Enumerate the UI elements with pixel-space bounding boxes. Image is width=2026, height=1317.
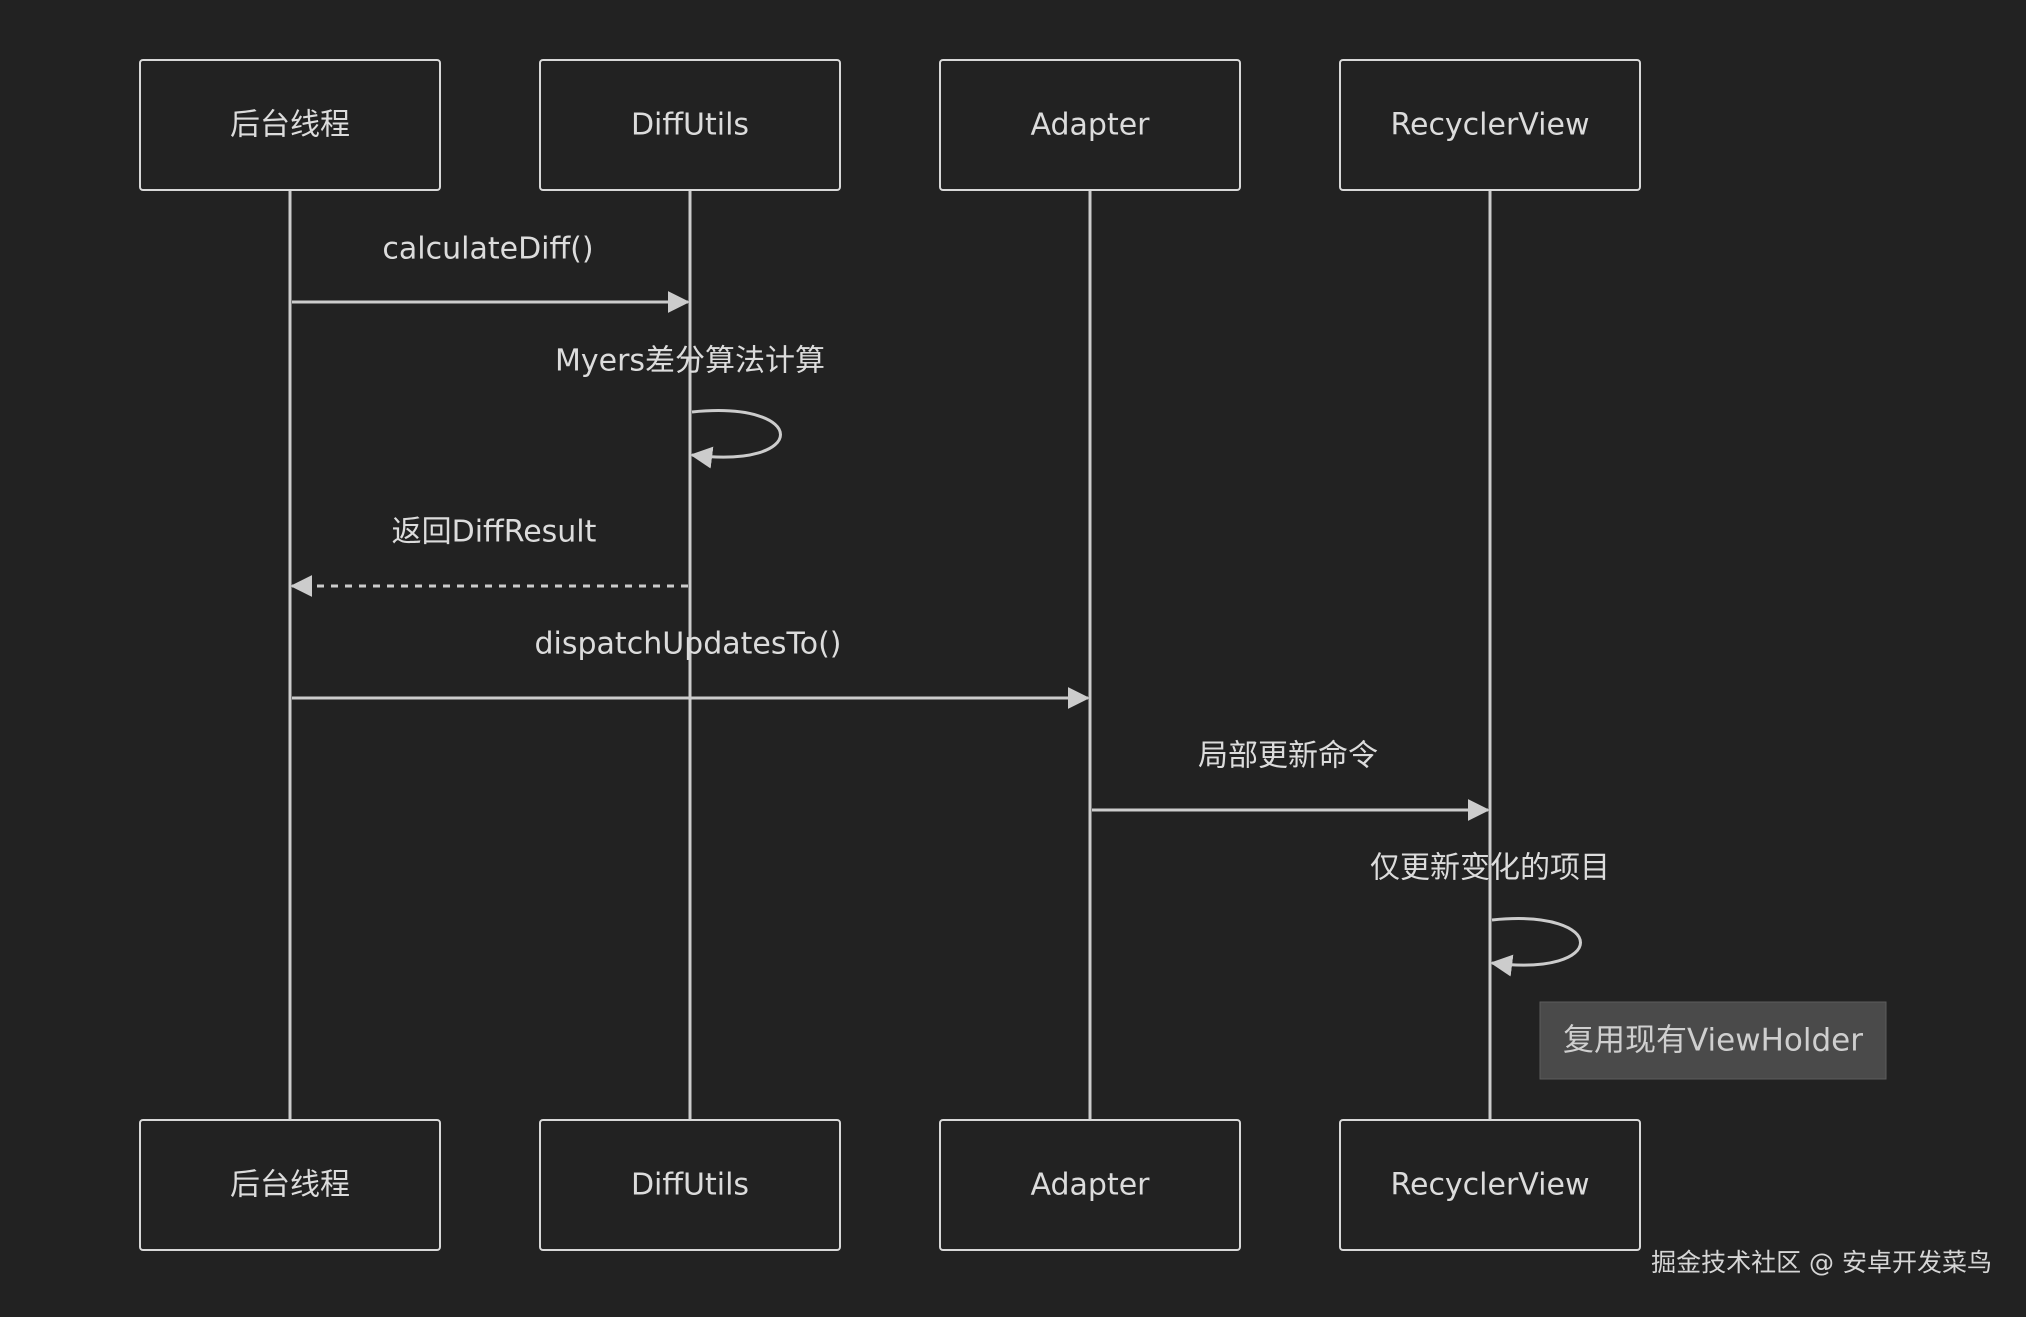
participant-label: Adapter <box>1030 108 1150 143</box>
participant-label: 后台线程 <box>230 108 350 143</box>
message-label-dispatch-updates: dispatchUpdatesTo() <box>535 627 842 662</box>
note-reuse-viewholder: 复用现有ViewHolder <box>1539 1001 1887 1080</box>
participant-bottom-diff: DiffUtils <box>539 1119 841 1251</box>
message-label-partial-update: 局部更新命令 <box>1198 739 1378 774</box>
participant-label: RecyclerView <box>1390 1168 1589 1203</box>
participant-label: 后台线程 <box>230 1168 350 1203</box>
watermark: 掘金技术社区 @ 安卓开发菜鸟 <box>1651 1248 1992 1277</box>
self-call-arrow-myers <box>690 409 782 469</box>
message-label-calculate-diff: calculateDiff() <box>382 232 593 267</box>
participant-top-diff: DiffUtils <box>539 59 841 191</box>
participant-bottom-rv: RecyclerView <box>1339 1119 1641 1251</box>
message-label-myers: Myers差分算法计算 <box>555 344 825 379</box>
note-label: 复用现有ViewHolder <box>1563 1023 1863 1059</box>
participant-top-adapter: Adapter <box>939 59 1241 191</box>
participant-top-bg: 后台线程 <box>139 59 441 191</box>
participant-bottom-bg: 后台线程 <box>139 1119 441 1251</box>
participant-bottom-adapter: Adapter <box>939 1119 1241 1251</box>
participant-label: DiffUtils <box>631 108 749 143</box>
participant-label: RecyclerView <box>1390 108 1589 143</box>
participant-label: DiffUtils <box>631 1168 749 1203</box>
message-label-diff-result: 返回DiffResult <box>392 515 597 550</box>
self-call-arrow-update-changed <box>1490 917 1582 977</box>
message-label-update-changed: 仅更新变化的项目 <box>1370 851 1610 886</box>
participant-label: Adapter <box>1030 1168 1150 1203</box>
participant-top-rv: RecyclerView <box>1339 59 1641 191</box>
